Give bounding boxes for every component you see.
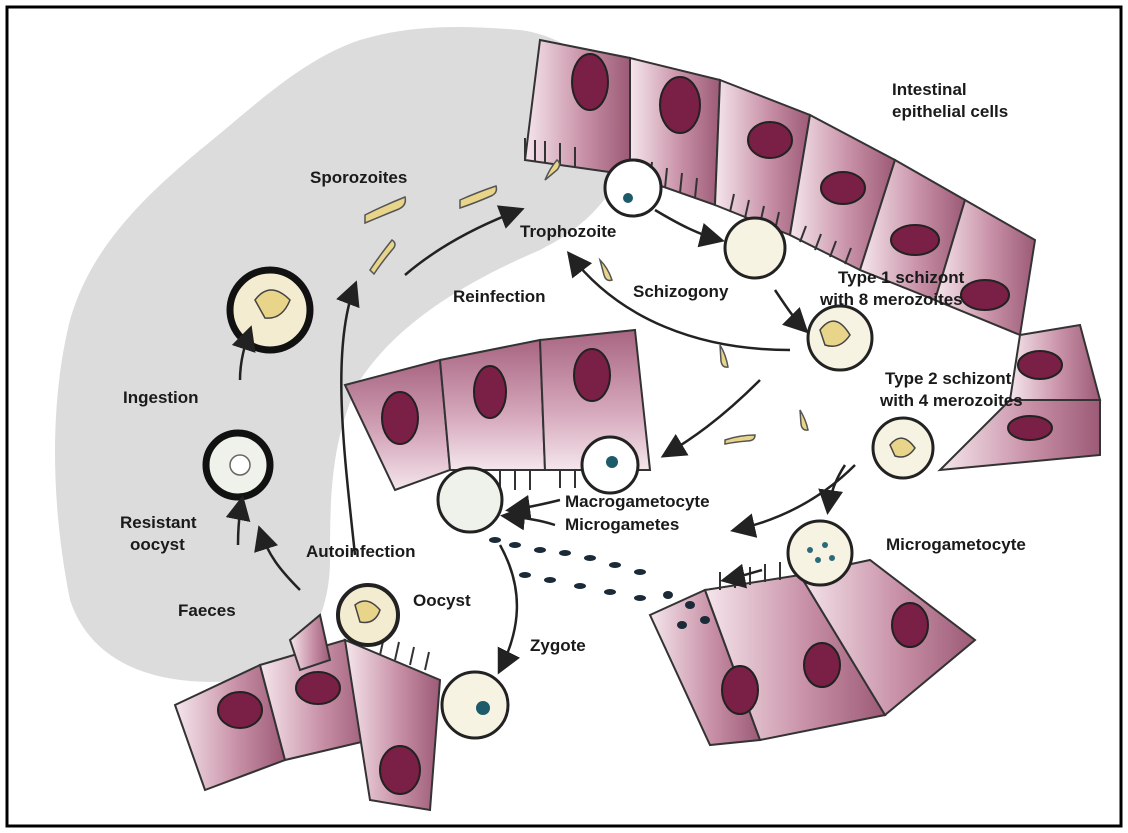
label-oocyst-emerging: Oocyst	[413, 591, 471, 610]
label-microgametocyte: Microgametocyte	[886, 535, 1026, 554]
trophozoite-vacuole	[605, 160, 661, 216]
label-sporozoites: Sporozoites	[310, 168, 407, 187]
label-faeces: Faeces	[178, 601, 236, 620]
zygote-vacuole	[442, 672, 508, 738]
label-type2-merozoites: with 4 merozoites	[879, 391, 1023, 410]
label-microgametes: Microgametes	[565, 515, 679, 534]
label-ingestion: Ingestion	[123, 388, 199, 407]
label-type2-schizont: Type 2 schizont	[885, 369, 1012, 388]
label-intestinal: Intestinal	[892, 80, 967, 99]
label-resistant: Resistant	[120, 513, 197, 532]
label-macrogametocyte: Macrogametocyte	[565, 492, 710, 511]
type1-schizont-vacuole	[725, 218, 785, 278]
microgametocyte-vacuole	[788, 521, 852, 585]
label-type1-schizont: Type 1 schizont	[838, 268, 965, 287]
label-zygote: Zygote	[530, 636, 586, 655]
macrogamete-fertilization	[438, 468, 502, 532]
label-epithelial-cells: epithelial cells	[892, 102, 1008, 121]
label-trophozoite: Trophozoite	[520, 222, 616, 241]
label-type1-merozoites: with 8 merozoites	[819, 290, 963, 309]
label-schizogony: Schizogony	[633, 282, 729, 301]
label-autoinfection: Autoinfection	[306, 542, 416, 561]
label-reinfection: Reinfection	[453, 287, 546, 306]
label-oocyst: oocyst	[130, 535, 185, 554]
